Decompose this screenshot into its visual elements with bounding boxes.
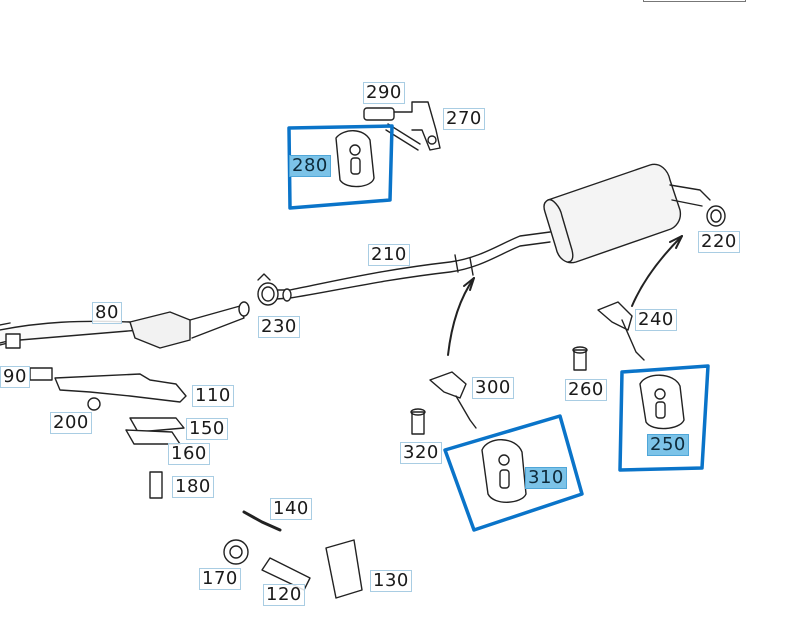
- top-edge-box: [643, 0, 746, 2]
- callout-230: 230: [258, 316, 300, 338]
- middle-pipe: [261, 231, 551, 302]
- callout-210: 210: [368, 244, 410, 266]
- rubber-hanger-250: [639, 374, 685, 430]
- highlight-frame-310: [443, 414, 584, 532]
- callout-250: 250: [647, 434, 689, 456]
- support-bracket-110: [29, 367, 187, 411]
- highlight-frames: [287, 124, 710, 532]
- rubber-hanger-310: [481, 439, 527, 503]
- callout-80: 80: [92, 302, 122, 324]
- callout-280: 280: [289, 155, 331, 177]
- fastener-group-lower: [223, 510, 363, 599]
- callout-140: 140: [270, 498, 312, 520]
- front-pipe: [0, 320, 141, 349]
- catalytic-converter: [129, 301, 250, 349]
- callout-170: 170: [199, 568, 241, 590]
- mounting-plate-150: [125, 417, 185, 499]
- clamp: [257, 273, 279, 306]
- callout-220: 220: [698, 231, 740, 253]
- hanger-bracket-300: [410, 371, 477, 435]
- callout-320: 320: [400, 442, 442, 464]
- rear-muffler: [543, 163, 726, 264]
- callout-180: 180: [172, 476, 214, 498]
- hanger-bracket-upper: [363, 101, 441, 151]
- hanger-arrows: [447, 235, 683, 356]
- callout-300: 300: [472, 377, 514, 399]
- callout-150: 150: [186, 418, 228, 440]
- hanger-bracket-240: [572, 301, 645, 371]
- callout-260: 260: [565, 379, 607, 401]
- callout-240: 240: [635, 309, 677, 331]
- callout-130: 130: [370, 570, 412, 592]
- highlight-frame-250: [618, 364, 710, 472]
- highlight-frame-280: [287, 124, 394, 210]
- callout-270: 270: [443, 108, 485, 130]
- callout-120: 120: [263, 584, 305, 606]
- callout-110: 110: [192, 385, 234, 407]
- rubber-hanger-280: [335, 130, 375, 188]
- callout-200: 200: [50, 412, 92, 434]
- callout-90: 90: [0, 366, 30, 388]
- callout-160: 160: [168, 443, 210, 465]
- callout-310: 310: [525, 467, 567, 489]
- callout-290: 290: [363, 82, 405, 104]
